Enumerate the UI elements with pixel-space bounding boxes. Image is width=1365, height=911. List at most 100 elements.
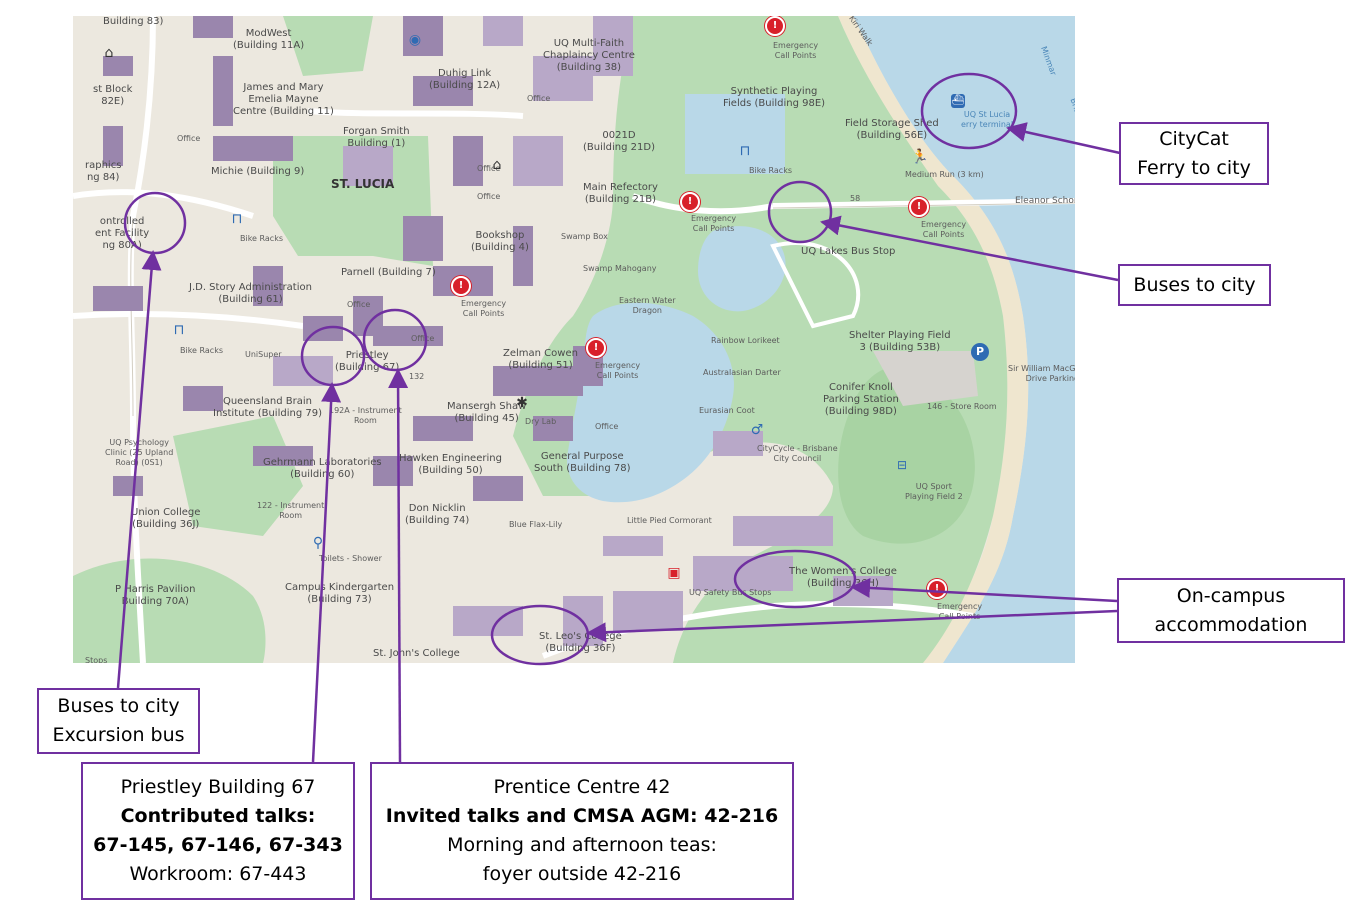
map-label-office7: Office [595, 422, 619, 431]
sports-field-icon[interactable]: ⊟ [896, 458, 908, 472]
sports-field [838, 366, 975, 544]
callout-excursion-line2: Excursion bus [52, 724, 185, 746]
map-label-mediumrun: Medium Run (3 km) [905, 170, 984, 179]
map-label-drylab: Dry Lab [525, 417, 557, 426]
callout-prentice-line2: Invited talks and CMSA AGM: 42-216 [385, 805, 779, 827]
stairs-icon[interactable]: ⌂ [492, 157, 502, 173]
map-label-kinder: Campus Kindergarten(Building 73) [285, 582, 395, 605]
emergency-pin-icon[interactable]: ! [586, 338, 606, 358]
map-label-macgregor: Sir William MacGregorDrive Parking [1008, 364, 1075, 383]
emergency-pin-icon[interactable]: ! [451, 276, 471, 296]
map-label-safetybus: UQ Safety Bus Stops [689, 588, 772, 597]
callout-priestley-line1: Priestley Building 67 [120, 776, 316, 798]
west-bus-stop-highlight [123, 191, 187, 255]
buses-city-arrow [820, 215, 1119, 282]
emergency-pin-icon[interactable]: ! [909, 197, 929, 217]
map-label-flaxlily: Blue Flax-Lily [509, 520, 563, 529]
callout-citycat: CityCat Ferry to city [1119, 122, 1269, 185]
lake [567, 302, 734, 503]
map-label-bike3: Bike Racks [180, 346, 224, 355]
callout-citycat-line2: Ferry to city [1137, 156, 1251, 179]
ferry-terminal-highlight [920, 72, 1018, 150]
map-label-mansergh: Mansergh Shaw(Building 45) [447, 401, 527, 424]
map-label-toilets: Toilets - Shower [319, 554, 382, 563]
excursion-bus-arrow [116, 250, 162, 689]
emergency-pin-icon[interactable]: ! [680, 192, 700, 212]
map-label-bike1: Bike Racks [749, 166, 793, 175]
map-label-parnell: Parnell (Building 7) [341, 267, 436, 278]
map-label-hawken: Hawken Engineering(Building 50) [399, 453, 502, 476]
emergency-pin-icon[interactable]: ! [927, 579, 947, 599]
map-label-office2: Office [477, 164, 501, 173]
emergency-pin-icon[interactable]: ! [765, 16, 785, 36]
map-label-lakesbus: UQ Lakes Bus Stop [801, 246, 896, 257]
map-label-modwest: ModWest(Building 11A) [233, 28, 305, 51]
map-label-stjohns: St. John's College [373, 648, 460, 659]
map-label-lorikeet: Rainbow Lorikeet [711, 336, 780, 345]
runner-icon[interactable]: 🏃 [911, 149, 929, 165]
map-label-union: Union College(Building 36J) [131, 507, 201, 530]
map-label-jdstory: J.D. Story Administration(Building 61) [189, 282, 312, 305]
callout-citycat-line1: CityCat [1159, 127, 1229, 150]
map-label-michie: Michie (Building 9) [211, 166, 305, 177]
ferry-icon[interactable]: ⛴ [951, 94, 965, 108]
lab-icon[interactable]: ✱ [516, 395, 528, 411]
citycat-arrow [1006, 122, 1121, 155]
callout-priestley: Priestley Building 67 Contributed talks:… [81, 762, 355, 900]
callout-buses-city: Buses to city [1118, 264, 1271, 306]
campus-label: ST. LUCIA [331, 177, 395, 191]
callout-prentice: Prentice Centre 42 Invited talks and CMS… [370, 762, 794, 900]
map-label-darter: Australasian Darter [703, 368, 781, 377]
bike-rack-icon[interactable]: ⊓ [739, 143, 751, 159]
map-base [73, 16, 1075, 663]
callout-priestley-line3: 67-145, 67-146, 67-343 [93, 834, 343, 856]
cycle-icon[interactable]: ♂ [750, 422, 764, 438]
bike-rack-icon[interactable]: ⊓ [173, 322, 185, 338]
campus-map[interactable]: Building 83)ModWest(Building 11A)UQ Mult… [73, 16, 1075, 663]
map-label-womens: The Women's College(Building 36H) [789, 566, 897, 589]
info-icon[interactable]: ◉ [408, 32, 422, 48]
accommodation-arrow-1 [850, 577, 1118, 603]
parking-icon[interactable]: P [971, 343, 989, 361]
accommodation-arrow-2 [586, 609, 1118, 643]
toilet-icon[interactable]: ⚲ [312, 535, 324, 551]
map-label-gehrmann: Gehrmann Laboratories(Building 60) [263, 457, 382, 480]
map-label-refectory: Main Refectory(Building 21B) [583, 182, 658, 205]
map-label-office4: Office [347, 300, 371, 309]
priestley-arrow [311, 382, 342, 763]
buildings [93, 16, 603, 501]
map-label-cormorant: Little Pied Cormorant [627, 516, 712, 525]
lakes-bus-stop-highlight [767, 180, 833, 244]
prentice-highlight [362, 308, 428, 372]
map-label-swampmah: Swamp Mahogany [583, 264, 657, 273]
map-label-bookshop: Bookshop(Building 4) [471, 230, 529, 253]
stairs-icon[interactable]: ⌂ [104, 45, 114, 61]
callout-prentice-line3: Morning and afternoon teas: [447, 834, 717, 856]
map-label-duhig: Duhig Link(Building 12A) [429, 68, 501, 91]
callout-excursion-line1: Buses to city [57, 695, 180, 717]
synthetic-field [685, 94, 785, 174]
map-label-coot: Eurasian Coot [699, 406, 755, 415]
map-label-office3: Office [477, 192, 501, 201]
bus-icon[interactable]: ▣ [667, 565, 681, 581]
bike-rack-icon[interactable]: ⊓ [231, 211, 243, 227]
map-label-westblock: st Block 82E) [93, 84, 133, 107]
